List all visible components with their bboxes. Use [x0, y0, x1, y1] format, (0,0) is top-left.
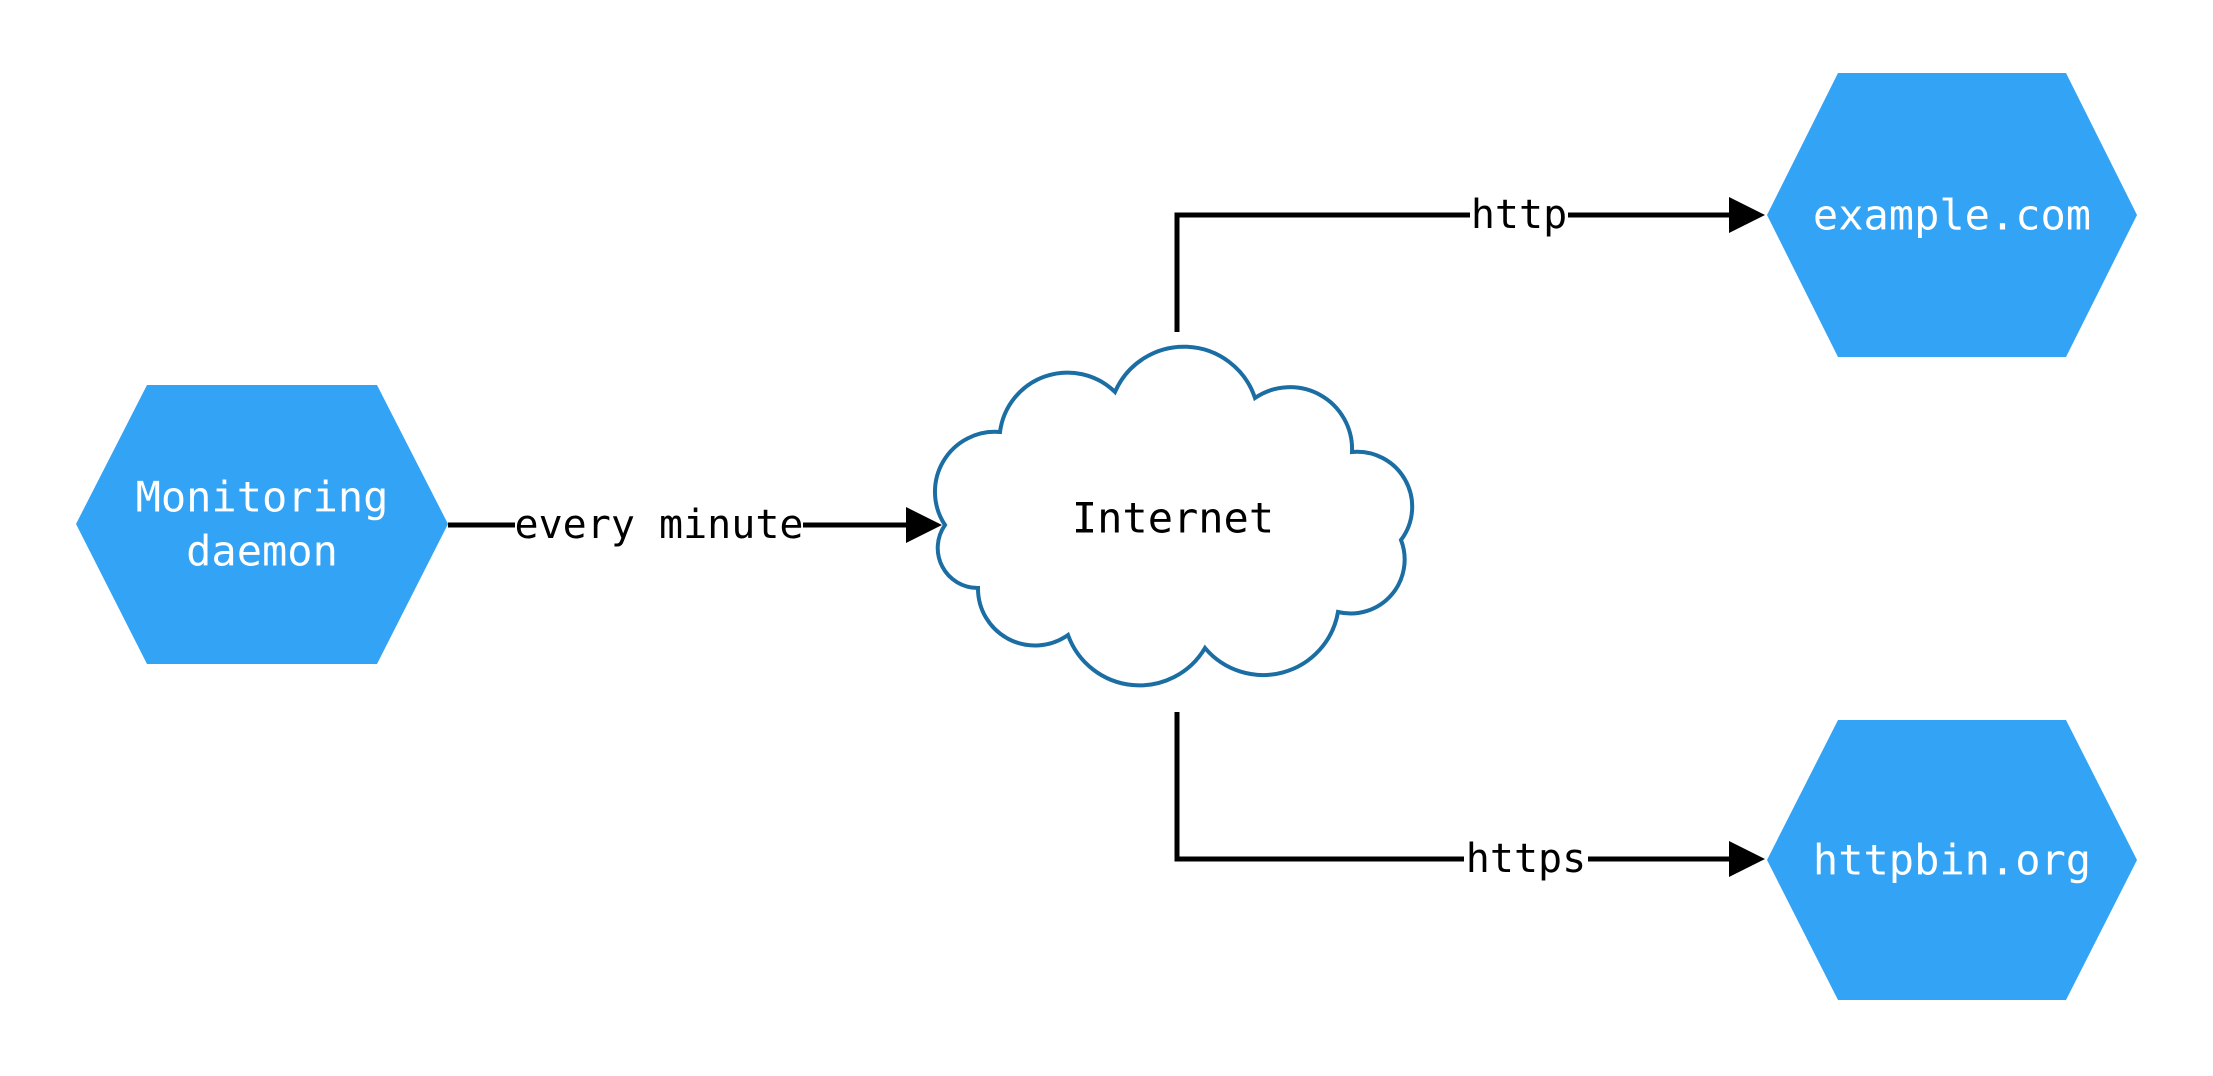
internet-label: Internet	[1072, 494, 1274, 543]
edge-label-every-minute: every minute	[515, 502, 804, 548]
httpbin-org-label: httpbin.org	[1813, 836, 2091, 885]
example-com-label: example.com	[1813, 191, 2091, 240]
monitoring-daemon-label-line2: daemon	[186, 527, 338, 576]
edge-lines	[448, 212, 1731, 862]
node-labels: Monitoring daemon example.com httpbin.or…	[136, 191, 2092, 885]
arrowhead-into-example-icon	[1729, 197, 1765, 233]
arrowhead-into-httpbin-icon	[1729, 841, 1765, 877]
arrowheads	[906, 197, 1765, 877]
edge-label-http: http	[1471, 192, 1567, 238]
monitoring-daemon-hexagon	[76, 385, 448, 664]
edge-labels: every minute http https	[515, 192, 1587, 882]
example-com-hexagon	[1767, 73, 2137, 357]
edge-label-https: https	[1466, 836, 1586, 882]
arrowhead-into-internet-icon	[906, 507, 942, 543]
edge-http-elbow-segment	[1174, 212, 1470, 332]
monitoring-daemon-label-line1: Monitoring	[136, 473, 389, 522]
hexagon-nodes	[76, 73, 2137, 1000]
internet-cloud-icon	[933, 344, 1415, 688]
httpbin-org-hexagon	[1767, 720, 2137, 1000]
edge-https-elbow-segment	[1174, 712, 1464, 862]
